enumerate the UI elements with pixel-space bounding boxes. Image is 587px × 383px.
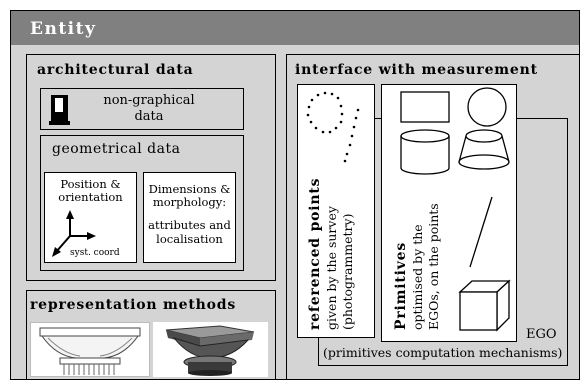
ego-label: EGO: [526, 327, 557, 342]
dimensions-morphology-label: Dimensions & morphology:: [148, 182, 231, 209]
cone-primitive-icon: [458, 129, 510, 170]
referenced-points-subtitle: given by the survey (photogrammetry): [324, 206, 355, 330]
representation-methods-title: representation methods: [30, 297, 237, 313]
cylinder-primitive-icon: [400, 129, 450, 175]
sphere-primitive-icon: [467, 87, 507, 127]
coordinate-system-label: syst. coord: [70, 248, 120, 258]
dimensions-morphology-box: [143, 172, 236, 263]
referenced-points-text: referenced points given by the survey (p…: [306, 70, 376, 330]
ego-mechanisms-label: (primitives computation mechanisms): [323, 345, 563, 360]
capital-render: [165, 325, 255, 376]
line-primitive-icon: [469, 196, 493, 268]
interface-measurement-title: interface with measurement: [295, 62, 538, 78]
rectangle-primitive-icon: [400, 91, 450, 123]
coordinate-axes-icon: [52, 210, 96, 257]
cube-primitive-icon: [458, 279, 511, 332]
point-cloud-icon: [306, 91, 360, 163]
architectural-data-title: architectural data: [37, 62, 194, 78]
referenced-points-box: [297, 84, 375, 338]
attributes-localisation-label: attributes and localisation: [148, 218, 231, 246]
position-orientation-label: Position & orientation: [58, 177, 123, 204]
geometrical-data-title: geometrical data: [52, 141, 181, 157]
entity-title-bar: [11, 11, 579, 45]
entity-title: Entity: [30, 19, 97, 39]
capital-drawing: [39, 327, 141, 375]
non-graphical-data-box: [40, 88, 244, 130]
referenced-points-title: referenced points: [307, 177, 323, 330]
book-icon: [49, 95, 70, 125]
non-graphical-data-label: non-graphical data: [103, 93, 195, 124]
